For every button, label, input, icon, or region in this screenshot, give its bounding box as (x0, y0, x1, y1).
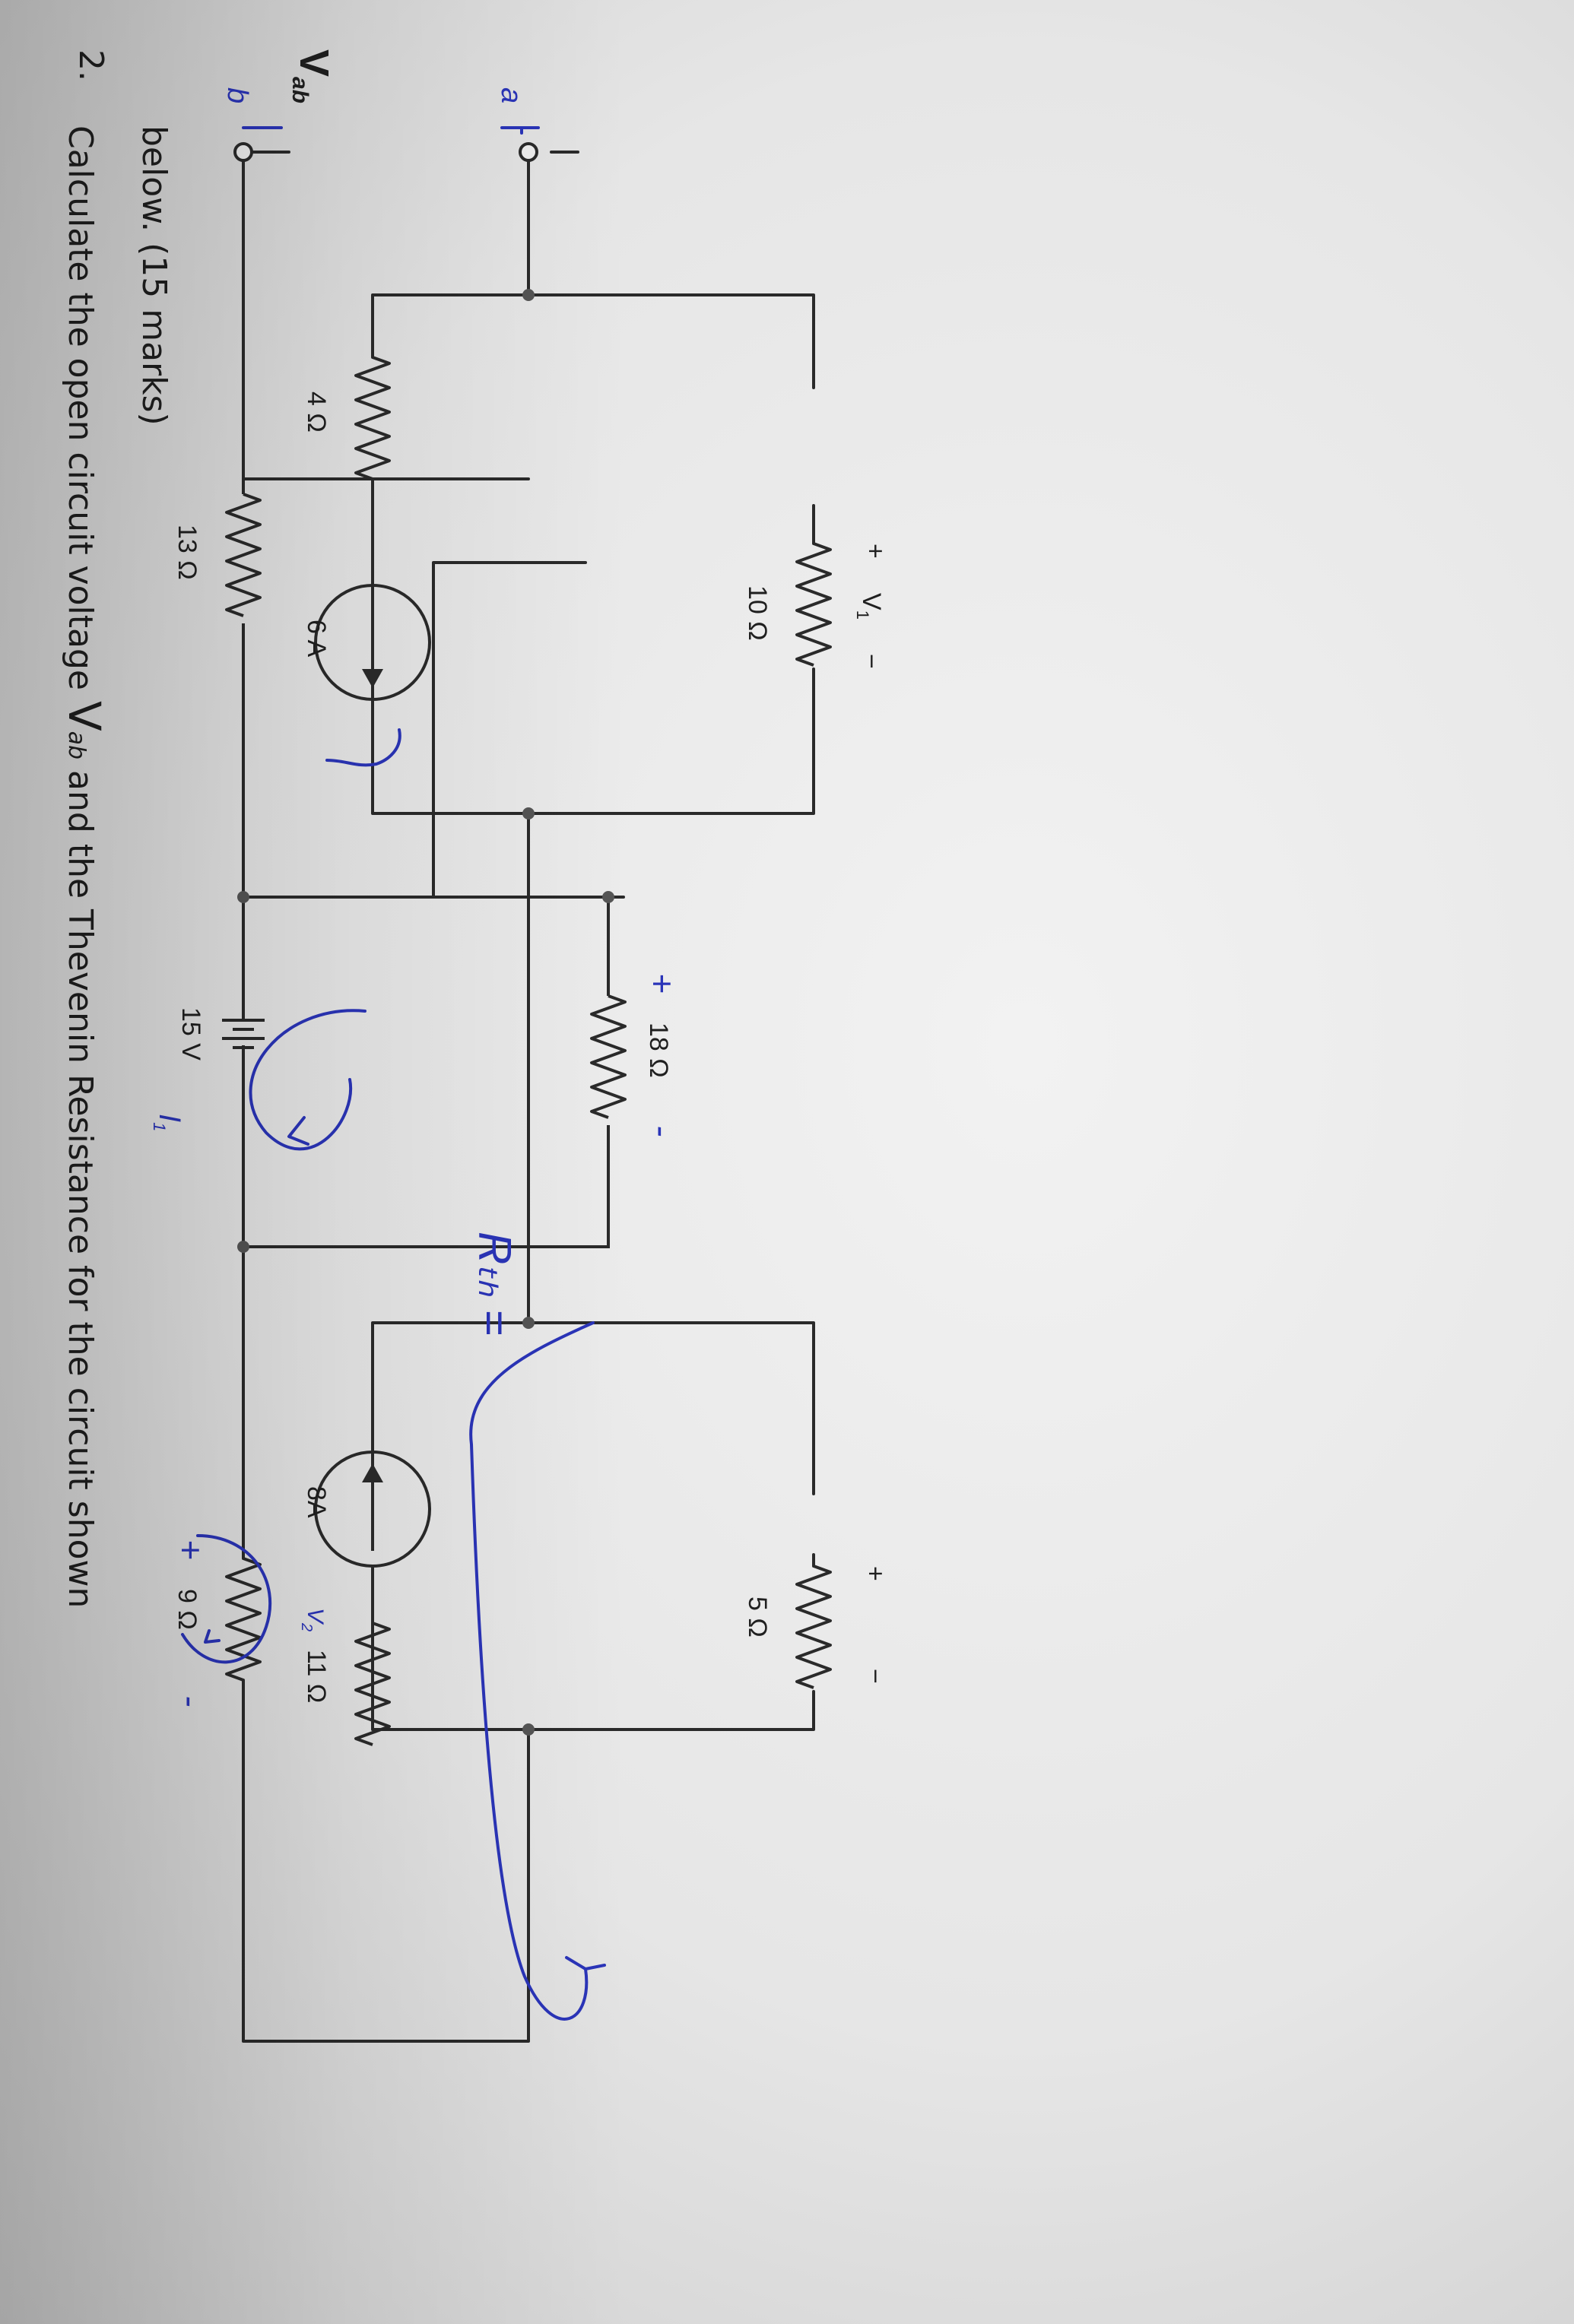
pen-loop-15v (249, 1009, 367, 1151)
wire-left-box (371, 293, 815, 815)
label-6a: 6 A (302, 620, 331, 657)
label-15v: 15 V (176, 1007, 205, 1061)
resistor-10-ohm (795, 542, 832, 667)
label-13-ohm: 13 Ω (173, 525, 202, 580)
label-v1: V1 (853, 593, 886, 620)
wire-bottom-left (242, 151, 530, 480)
pen-vab-marks (242, 126, 540, 135)
resistor-4-ohm (354, 356, 391, 480)
wire-right-box (371, 1321, 815, 1731)
wire-terminal-b (527, 151, 579, 564)
pen-rth: Rₜₕ = (469, 1232, 520, 1336)
pen-loop-8a (181, 1534, 272, 1664)
label-v1-plus: + (861, 544, 890, 559)
pen-node-a: a (495, 87, 527, 103)
label-11-ohm: 11 Ω (302, 1650, 331, 1703)
pen-18-minus: - (643, 1125, 682, 1137)
pen-current: I1 (150, 1114, 186, 1131)
pen-current-letter: I (153, 1114, 186, 1122)
junction-dots (237, 289, 614, 1736)
pen-node-b: b (221, 87, 253, 103)
terminal-b (233, 142, 253, 162)
resistor-13-ohm (225, 493, 262, 617)
wire-lower-detail (242, 152, 610, 1248)
resistor-9-ohm (225, 1557, 262, 1682)
label-v1-letter: V (857, 593, 886, 610)
label-8a: 8A (302, 1486, 331, 1518)
pen-v2-sub: 2 (298, 1622, 315, 1631)
resistor-5-ohm (795, 1565, 832, 1689)
pen-v2: V2 (298, 1608, 328, 1631)
label-10-ohm: 10 Ω (743, 585, 772, 641)
pen-18-plus: + (643, 973, 682, 994)
label-9-ohm: 9 Ω (173, 1589, 202, 1630)
wire-bottom-right (242, 1245, 595, 2043)
pen-current-sub: 1 (150, 1122, 169, 1131)
pen-9ohm-arc (469, 1321, 606, 2021)
label-vab-letter: V (291, 49, 337, 77)
pen-9-plus: + (171, 1539, 211, 1560)
resistor-18-ohm (590, 994, 627, 1119)
resistor-11-ohm (354, 1622, 391, 1746)
pen-6a-check (325, 728, 401, 767)
label-4-ohm: 4 Ω (302, 392, 331, 433)
label-v1-minus: − (857, 654, 886, 669)
label-vab-sub: ab (287, 77, 313, 103)
label-v2-minus: − (861, 1669, 890, 1684)
current-source-6a (314, 479, 431, 701)
pen-v2-letter: V (303, 1608, 328, 1625)
label-5-ohm: 5 Ω (743, 1596, 772, 1638)
pen-9-minus: - (171, 1695, 211, 1707)
label-18-ohm: 18 Ω (644, 1022, 673, 1078)
label-vab: Vab (287, 49, 337, 103)
label-v1-sub: 1 (853, 610, 872, 620)
battery-15v (222, 1019, 265, 1049)
current-source-8a (314, 1323, 431, 1623)
terminal-a (519, 142, 538, 162)
label-v2-plus: + (861, 1566, 890, 1581)
